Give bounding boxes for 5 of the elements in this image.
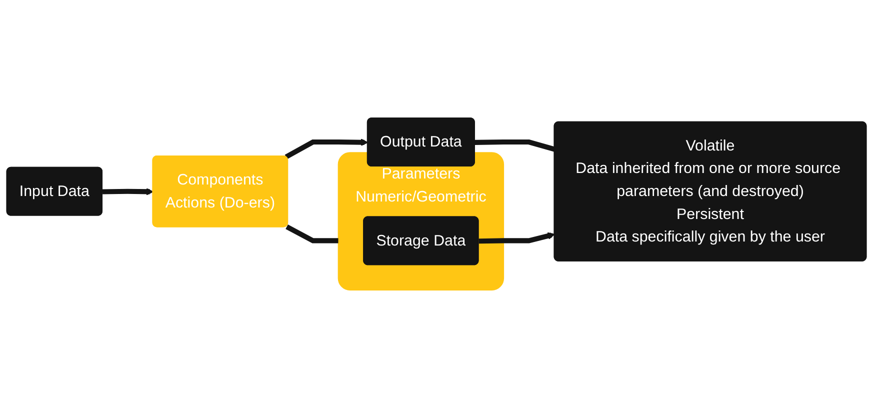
connector	[286, 224, 338, 244]
arrow	[284, 138, 368, 160]
arrow	[478, 232, 555, 244]
arrow	[102, 188, 154, 196]
connector	[474, 139, 556, 152]
